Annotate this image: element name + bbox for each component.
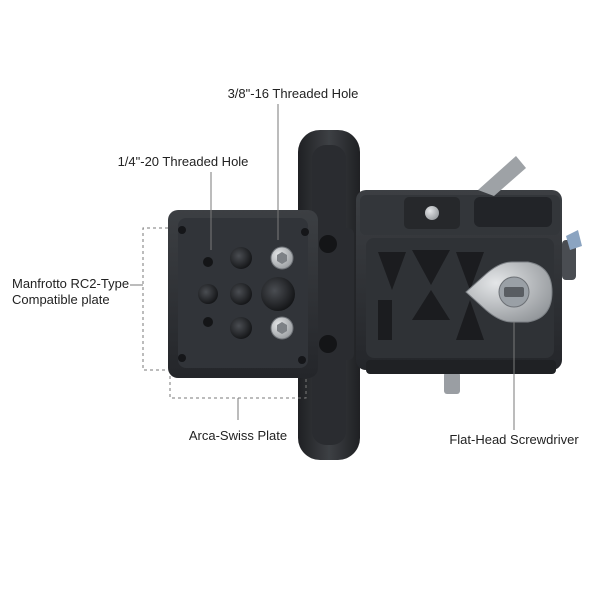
clamp-body	[356, 156, 582, 394]
leader-lines	[130, 104, 515, 430]
label-arca-swiss-plate: Arca-Swiss Plate	[188, 428, 288, 443]
plate-connector	[314, 228, 354, 360]
flat-head-screwdriver-tool	[465, 261, 553, 323]
label-38-threaded-hole: 3/8"-16 Threaded Hole	[227, 86, 359, 101]
label-manfrotto-line1: Manfrotto RC2-Type	[12, 276, 130, 291]
quick-release-plate	[168, 210, 318, 378]
label-manfrotto-line2: Compatible plate	[12, 292, 110, 307]
bracket-arca	[169, 376, 307, 399]
label-flat-head-screwdriver: Flat-Head Screwdriver	[449, 432, 579, 447]
label-14-threaded-hole: 1/4"-20 Threaded Hole	[117, 154, 249, 169]
bracket-manfrotto	[142, 227, 168, 371]
